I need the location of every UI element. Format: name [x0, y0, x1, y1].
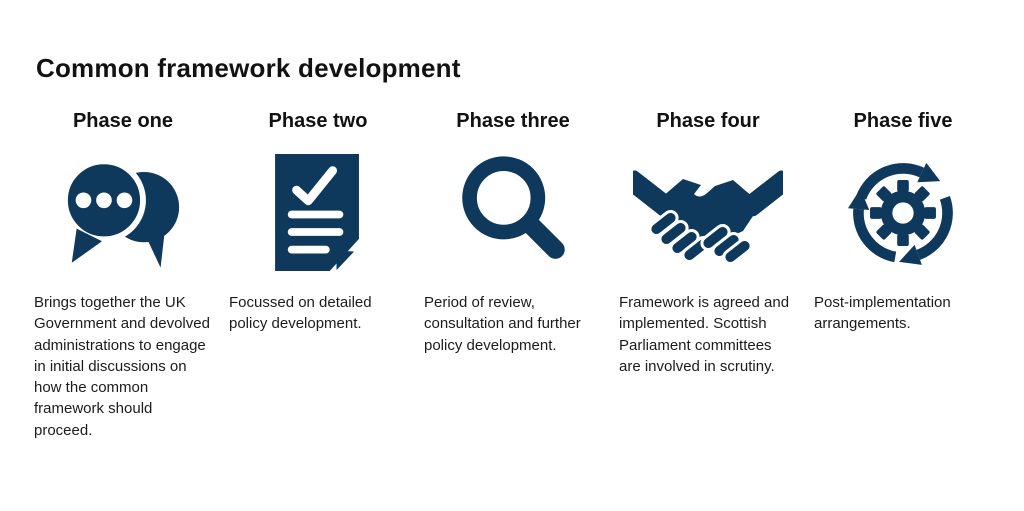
phase-four-description: Framework is agreed and implemented. Sco…: [619, 294, 790, 375]
phase-one-description: Brings together the UK Government and de…: [34, 294, 210, 439]
phase-four-heading: Phase four: [656, 110, 760, 132]
phase-two-column: Phase two Focussed on detailed policy de…: [223, 108, 413, 441]
page-title: Common framework development: [36, 53, 461, 84]
chat-bubbles-icon: [28, 142, 218, 284]
cycle-gear-icon: [808, 142, 998, 284]
handshake-icon: [613, 142, 803, 284]
phase-one-heading: Phase one: [72, 110, 174, 132]
phases-row: Phase one Brings together the UK Governm…: [28, 108, 998, 441]
phase-five-column: Phase five: [808, 108, 998, 441]
document-checklist-icon: [223, 142, 413, 284]
phase-one-column: Phase one Brings together the UK Governm…: [28, 108, 218, 441]
phase-three-description: Period of review, consultation and furth…: [424, 294, 581, 354]
phase-four-column: Phase four Framework is agreed and imple…: [613, 108, 803, 441]
phase-two-description: Focussed on detailed policy development.: [229, 294, 372, 333]
phase-two-heading: Phase two: [268, 110, 368, 132]
magnifying-glass-icon: [418, 142, 608, 284]
phase-five-description: Post-implementation arrangements.: [814, 294, 951, 333]
phase-three-heading: Phase three: [456, 110, 570, 132]
phase-three-column: Phase three Period of review, consultati…: [418, 108, 608, 441]
phase-five-heading: Phase five: [853, 110, 953, 132]
